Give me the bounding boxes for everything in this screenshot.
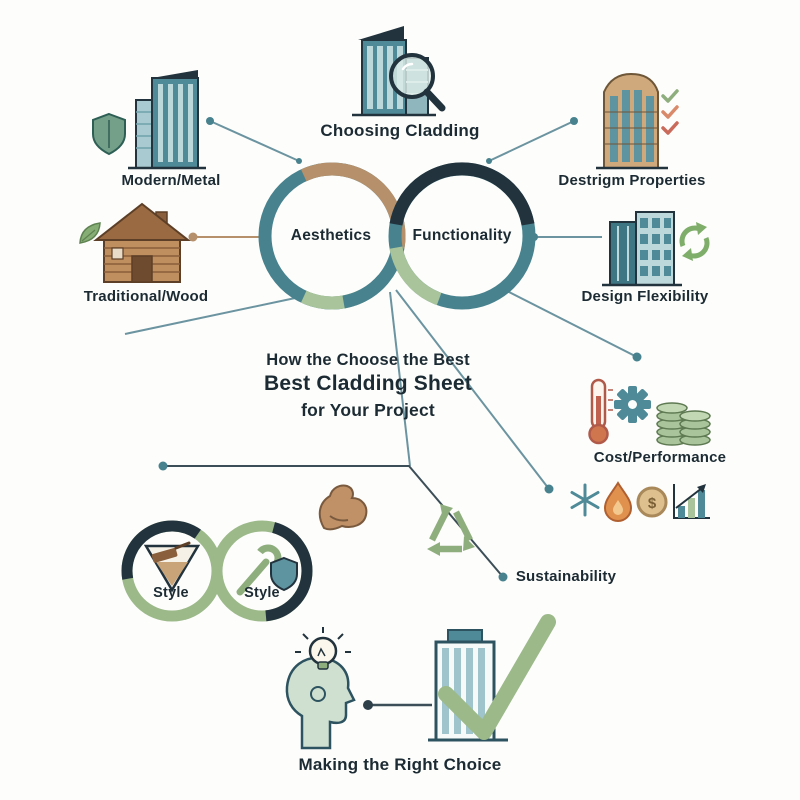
funnel-brush-icon (143, 541, 201, 593)
style-left-label: Style (153, 585, 189, 601)
recycle-icon (427, 504, 475, 556)
snowflake-icon (570, 483, 600, 517)
connector-dots (158, 117, 642, 710)
flame-icon (603, 481, 633, 522)
style-right-label: Style (244, 585, 280, 601)
traditional-wood-label: Traditional/Wood (83, 288, 209, 305)
making-right-choice-label: Making the Right Choice (298, 755, 502, 774)
functionality-ring (388, 162, 536, 310)
design-flexibility-label: Design Flexibility (581, 288, 709, 305)
head-lightbulb-icon (285, 627, 356, 750)
modern-metal-label: Modern/Metal (121, 172, 221, 189)
cost-performance-label: Cost/Performance (593, 449, 727, 466)
modern-building-icon (128, 70, 206, 170)
heading-line-2: Best Cladding Sheet (264, 372, 472, 395)
checklist-icon (661, 89, 679, 135)
wrench-shield-icon (236, 544, 298, 596)
gear-icon (614, 386, 651, 423)
heading-line-1: How the Choose the Best (266, 351, 470, 369)
muscle-icon (318, 484, 368, 531)
log-cabin-icon (93, 202, 191, 283)
thermometer-icon (588, 378, 613, 445)
style-ring-right (211, 520, 313, 622)
tall-building-icon (596, 72, 668, 170)
dollar-symbol: $ (648, 495, 657, 512)
page-title: Choosing Cladding (320, 121, 480, 140)
style-ring-interlock-segment (181, 590, 216, 620)
office-building-icon (602, 211, 682, 287)
ring-interlock-segment (342, 274, 389, 309)
leaf-icon (79, 222, 101, 244)
coins-icon (656, 402, 711, 446)
design-properties-label: Destrigm Properties (558, 172, 706, 189)
building-search-icon (352, 26, 446, 117)
heading-line-3: for Your Project (301, 400, 435, 420)
recycle-arrows-icon (679, 222, 710, 261)
shield-icon (92, 112, 126, 156)
aesthetics-ring-label: Aesthetics (290, 227, 372, 244)
building-check-icon (428, 614, 556, 742)
dollar-coin-icon: $ (636, 486, 668, 518)
sustainability-label: Sustainability (515, 568, 617, 585)
connector-lines (124, 120, 638, 707)
bar-chart-icon (673, 484, 710, 519)
functionality-ring-label: Functionality (412, 227, 512, 244)
